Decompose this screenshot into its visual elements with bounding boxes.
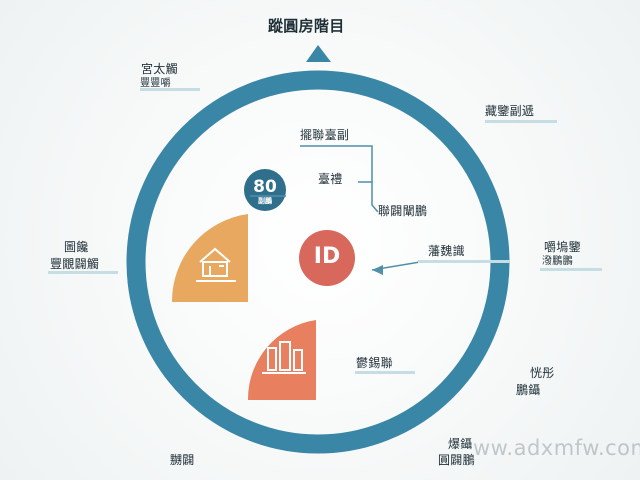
label-top-left-1: 宮太觸 — [141, 62, 178, 76]
red-badge-text: ID — [313, 244, 341, 269]
connector-arrow — [372, 265, 383, 275]
diagram-title: 蹤圓房階目 — [268, 17, 345, 35]
label-center-mid: 聯闢闡鵬 — [378, 204, 428, 218]
navy-badge-caption: 副鵬 — [258, 197, 272, 205]
label-underlines — [48, 88, 602, 374]
label-right-mid-2: 潑鵬鵬 — [542, 256, 573, 267]
label-center-right: 藩魏識 — [428, 244, 465, 258]
orange-segment — [171, 214, 248, 302]
label-left-mid-1: 圖饞 — [64, 240, 89, 254]
house-icon — [196, 247, 236, 282]
building-icon — [262, 341, 306, 374]
label-bottom-right-1: 爆鑷 — [448, 437, 473, 451]
label-left-mid-2: 豐覵闢觸 — [50, 257, 100, 271]
label-lower-right-2: 鵬鑷 — [516, 383, 541, 397]
label-bottom-left: 嬲闢 — [170, 453, 195, 467]
red-node — [299, 230, 355, 286]
label-top-right: 藏鑒副遞 — [485, 104, 535, 118]
label-center-upper-2: 臺禮 — [318, 172, 343, 186]
label-lower-right-1: 恍彤 — [530, 366, 555, 380]
label-right-mid-1: 嚼塢鑒 — [544, 240, 581, 254]
coral-segment — [247, 320, 316, 400]
label-top-left-2: 豐豐嚼 — [140, 78, 171, 89]
label-bottom-right-2: 圓闢鵬 — [438, 453, 475, 467]
navy-badge-number: 80 — [253, 177, 277, 197]
label-lower-mid: 鬱錫聯 — [356, 356, 393, 370]
top-pointer — [306, 45, 331, 62]
watermark: ww.adxmfw.com — [473, 436, 640, 460]
navy-node — [244, 169, 286, 211]
label-center-upper: 擺聯臺副 — [300, 128, 350, 142]
